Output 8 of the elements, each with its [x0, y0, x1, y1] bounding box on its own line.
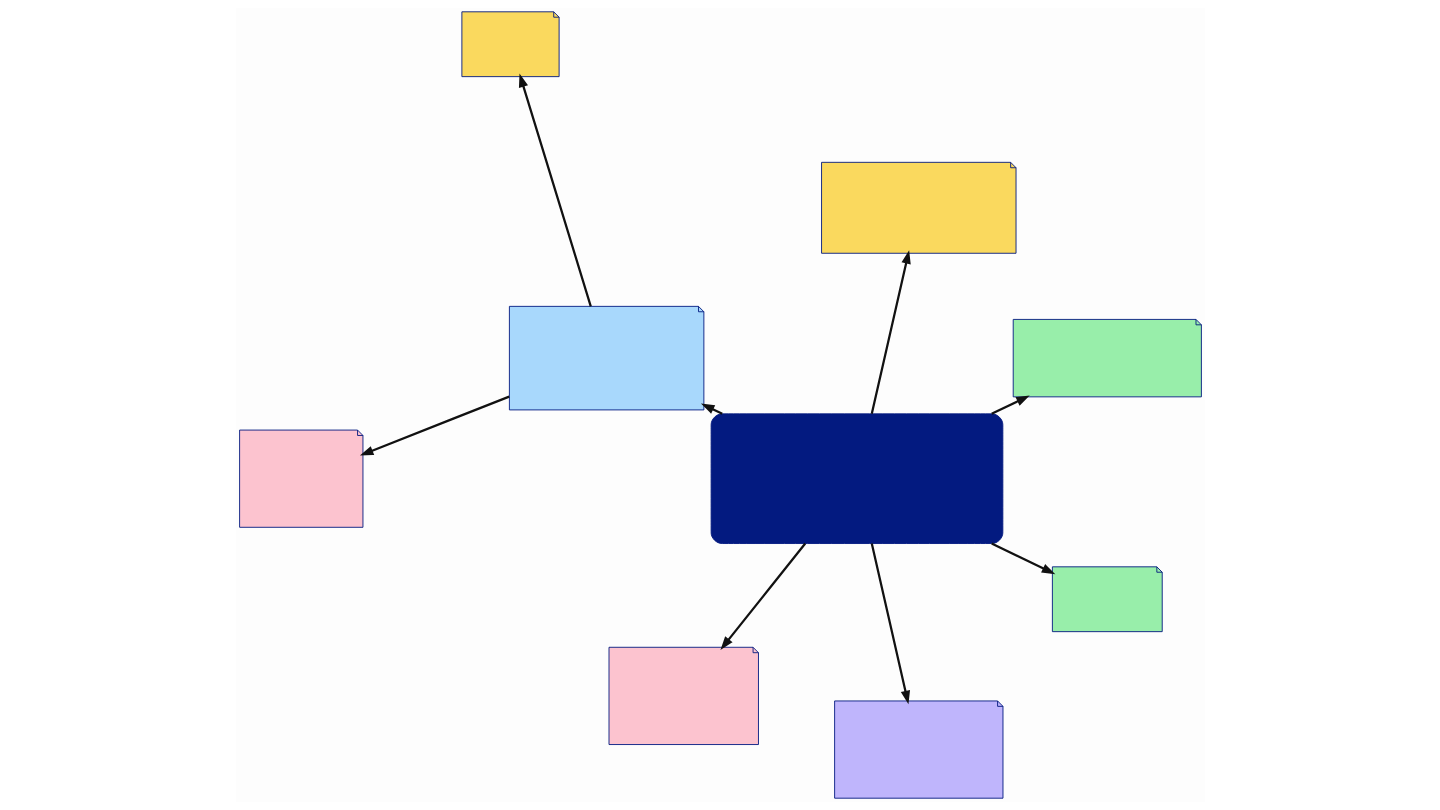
arrow — [990, 542, 1055, 575]
arrow — [719, 542, 806, 650]
node-box — [710, 413, 1003, 544]
arrow — [518, 73, 592, 307]
arrow — [990, 395, 1030, 415]
arrow — [359, 395, 510, 456]
arrow — [870, 543, 910, 705]
arrow — [870, 250, 911, 415]
